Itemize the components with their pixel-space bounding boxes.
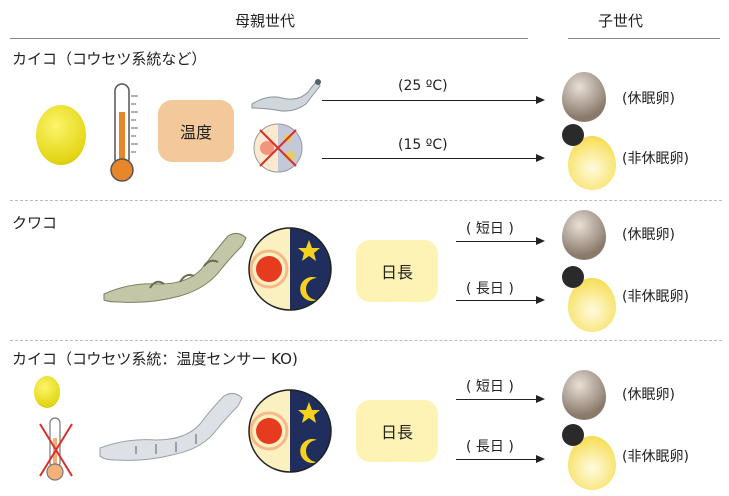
wild-silkworm-larva-icon — [103, 232, 247, 303]
row1-result1: (休眠卵) — [622, 91, 675, 107]
header-rule-parent — [10, 38, 528, 39]
row1-arrow2-line — [322, 158, 536, 160]
diapause-egg-icon — [562, 210, 606, 260]
diapause-egg-icon — [562, 72, 606, 122]
hatchling-icon — [562, 124, 584, 146]
hatchling-icon — [562, 266, 584, 288]
silkworm-larva-icon — [99, 392, 243, 461]
row2-arrow1-label: ( 短日 ) — [466, 221, 514, 237]
row3-arrow1-label: ( 短日 ) — [466, 379, 514, 395]
row3-arrow1-head — [536, 395, 545, 403]
hatchling-icon — [562, 424, 584, 446]
row2-arrow2-line — [456, 300, 536, 302]
row3-arrow2-line — [456, 459, 536, 461]
row1-title: カイコ（コウセツ系統など） — [12, 50, 207, 68]
row1-arrow2-head — [536, 154, 545, 162]
header-child-generation: 子世代 — [598, 12, 644, 30]
cocoon-icon — [34, 376, 60, 408]
silkworm-larva-icon — [251, 79, 321, 112]
row2-result2: (非休眠卵) — [622, 289, 689, 305]
row2-arrow2-head — [536, 296, 545, 304]
row2-title: クワコ — [12, 214, 58, 232]
row3-title: カイコ（コウセツ系統：温度センサー KO) — [12, 350, 298, 368]
cocoon-icon — [36, 105, 86, 165]
diapause-egg-icon — [562, 370, 606, 420]
row3-arrow2-head — [536, 455, 545, 463]
crossed-thermometer-icon — [39, 417, 73, 481]
thermometer-icon — [110, 83, 138, 182]
row1-arrow1-line — [322, 100, 536, 102]
day-night-icon — [248, 227, 332, 311]
day-night-icon — [248, 389, 332, 473]
row3-result2: (非休眠卵) — [622, 449, 689, 465]
row2-arrow1-head — [536, 237, 545, 245]
row1-arrow1-label: (25 ºC) — [398, 78, 448, 94]
daylength-box-row2: 日長 — [356, 240, 438, 302]
row-divider-2 — [10, 340, 722, 341]
daylength-box-row3: 日長 — [356, 400, 438, 462]
row1-arrow2-label: (15 ºC) — [398, 137, 448, 153]
crossed-day-night-icon — [253, 123, 303, 173]
header-rule-child — [568, 38, 720, 39]
row2-arrow2-label: ( 長日 ) — [466, 281, 514, 297]
row3-result1: (休眠卵) — [622, 387, 675, 403]
row1-result2: (非休眠卵) — [622, 151, 689, 167]
row3-arrow1-line — [456, 399, 536, 401]
row2-arrow1-line — [456, 241, 536, 243]
row2-result1: (休眠卵) — [622, 227, 675, 243]
header-parent-generation: 母親世代 — [235, 12, 296, 30]
temperature-box: 温度 — [158, 100, 234, 162]
row1-arrow1-head — [536, 96, 545, 104]
row3-arrow2-label: ( 長日 ) — [466, 439, 514, 455]
row-divider-1 — [10, 200, 722, 201]
